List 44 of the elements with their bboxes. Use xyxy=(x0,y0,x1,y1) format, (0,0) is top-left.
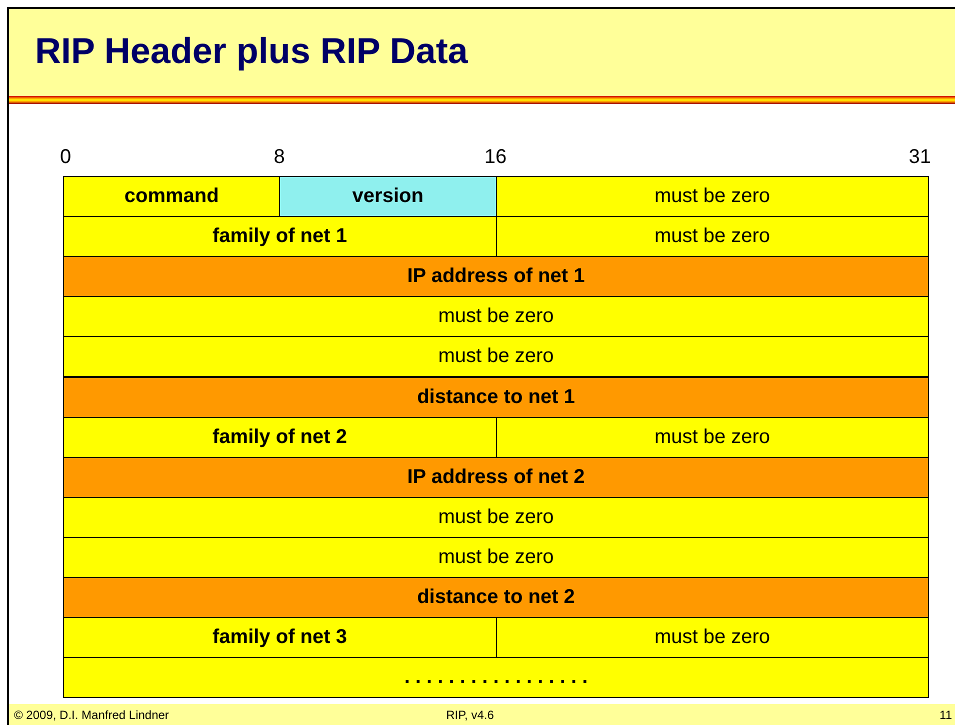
field-cell xyxy=(63,496,929,538)
field-cell xyxy=(63,256,929,298)
field-cell xyxy=(63,176,280,218)
field-cell xyxy=(63,456,929,498)
field-label: distance to net 2 xyxy=(417,586,575,610)
field-cell xyxy=(279,176,496,218)
field-cell xyxy=(63,336,929,378)
field-cell xyxy=(63,376,929,418)
field-label: version xyxy=(352,185,424,208)
field-label: command xyxy=(124,185,219,208)
field-label: must be zero xyxy=(654,426,770,449)
field-label: must be zero xyxy=(438,506,554,529)
field-label: must be zero xyxy=(654,185,770,208)
field-label: family of net 2 xyxy=(212,426,347,449)
field-cell xyxy=(63,577,929,618)
copyright-note: © 2009, D.I. Manfred Lindner xyxy=(14,708,169,722)
field-cell xyxy=(496,176,929,218)
field-label: family of net 1 xyxy=(212,225,347,248)
bit-number: 16 xyxy=(484,146,507,169)
bit-number: 8 xyxy=(274,146,285,169)
field-cell xyxy=(63,296,929,338)
bit-number: 0 xyxy=(60,146,72,169)
field-label: must be zero xyxy=(438,546,554,569)
field-label: must be zero xyxy=(654,626,770,650)
field-cell xyxy=(63,216,496,258)
field-label: must be zero xyxy=(438,345,554,368)
field-label: family of net 3 xyxy=(212,626,347,650)
field-cell xyxy=(63,416,496,458)
field-label: distance to net 1 xyxy=(417,386,575,409)
field-cell xyxy=(496,416,929,458)
slide-subject: RIP, v4.6 xyxy=(446,708,494,722)
field-label: must be zero xyxy=(654,225,770,248)
field-cell xyxy=(496,216,929,258)
page-number: 11 xyxy=(940,708,952,722)
field-cell xyxy=(63,536,929,578)
slide-title: RIP Header plus RIP Data xyxy=(35,30,468,72)
field-cell xyxy=(496,617,929,658)
field-cell xyxy=(63,617,496,658)
bit-number: 31 xyxy=(908,146,931,169)
field-label: must be zero xyxy=(438,305,554,328)
field-cell xyxy=(63,657,929,698)
field-label: IP address of net 1 xyxy=(407,265,585,288)
field-label: IP address of net 2 xyxy=(407,466,585,489)
field-label: . . . . . . . . . . . . . . . . . xyxy=(404,666,588,690)
